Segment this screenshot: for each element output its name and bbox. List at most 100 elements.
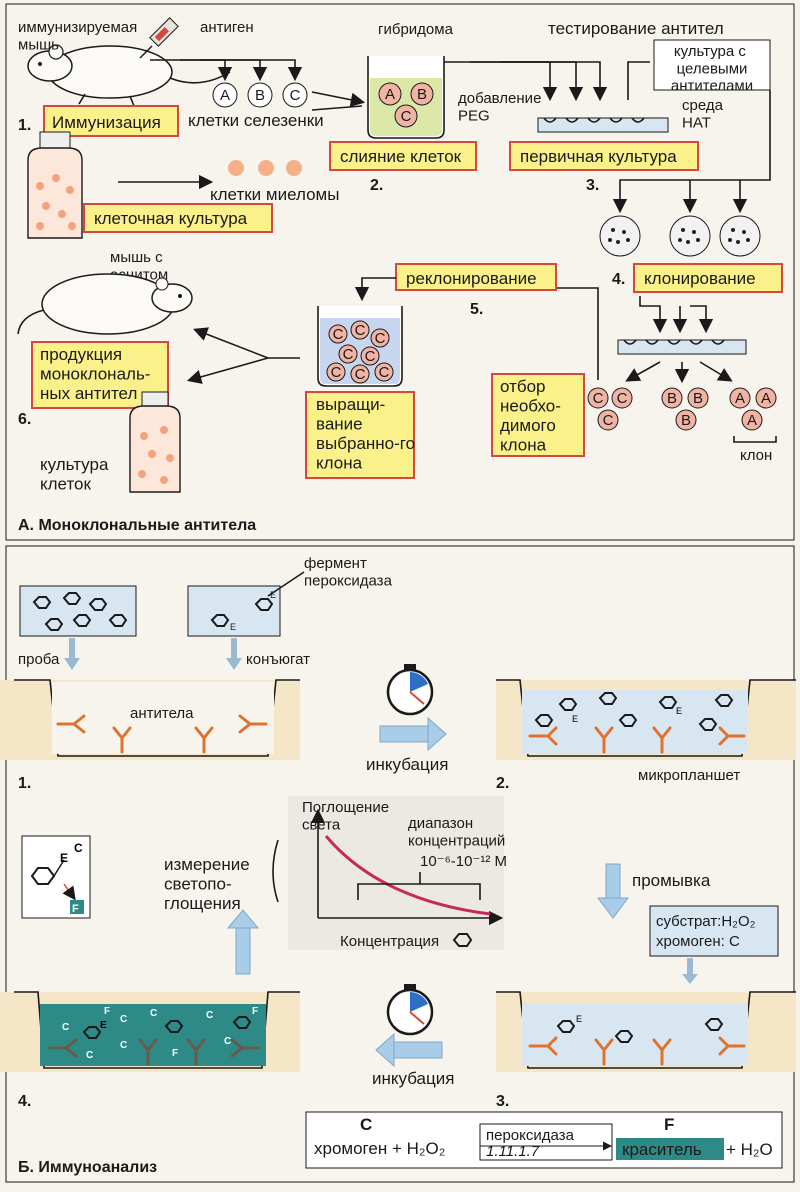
well-4: [0, 991, 300, 1072]
range-value: 10⁻⁶-10⁻¹² М: [420, 853, 507, 870]
growing-beaker-icon: C C C C C C C C: [317, 306, 403, 387]
svg-text:C: C: [74, 841, 83, 855]
mouse-label: иммунизируемая мышь: [18, 19, 141, 53]
svg-text:F: F: [252, 1006, 258, 1017]
cell-culture-box: [83, 203, 273, 233]
eq-enzyme: пероксидаза: [486, 1127, 575, 1144]
b-step4-number: 4.: [18, 1093, 31, 1110]
b-step3-number: 3.: [496, 1093, 509, 1110]
svg-text:B: B: [255, 87, 265, 104]
b-step2-number: 2.: [496, 775, 509, 792]
svg-text:E: E: [572, 714, 578, 724]
hybridoma-beaker-icon: A B C: [367, 56, 445, 139]
culture-bottle-icon: [27, 131, 83, 239]
measure-up-arrow: [226, 909, 260, 975]
timer-icon-2: [386, 984, 434, 1036]
svg-text:F: F: [104, 1006, 110, 1017]
svg-text:C: C: [355, 322, 366, 339]
spleen-cell-c: C: [282, 82, 308, 108]
sample-label: проба: [18, 651, 60, 668]
step3-box: [509, 141, 699, 171]
reclone-label: реклонирование: [406, 269, 537, 288]
wash-down-arrow: [597, 863, 629, 919]
production-label: продукция моноклональ-ных антител: [40, 345, 150, 403]
eq-dye: краситель: [622, 1140, 702, 1159]
incubation-label-1: инкубация: [366, 755, 448, 774]
svg-text:A: A: [220, 87, 230, 104]
spleen-cells-label: клетки селезенки: [188, 111, 324, 130]
enzyme-box: [479, 1123, 613, 1161]
wash-label: промывка: [632, 871, 711, 890]
svg-text:C: C: [603, 412, 614, 429]
substrate-label: субстрат:H₂O₂: [656, 913, 756, 930]
culture-label: культура клеток: [40, 455, 113, 494]
svg-text:C: C: [401, 108, 412, 125]
svg-text:E: E: [576, 1014, 582, 1024]
growing-box: [305, 391, 415, 479]
b-step1-number: 1.: [18, 775, 31, 792]
well-2: [496, 679, 796, 760]
svg-text:C: C: [290, 87, 301, 104]
eq-f-label: F: [664, 1115, 674, 1134]
clone-label: клон: [740, 447, 772, 464]
microplate-label: микропланшет: [638, 767, 740, 784]
section-b-title: Б. Иммуноанализ: [18, 1159, 157, 1176]
cloning-plate-icon: [617, 339, 747, 355]
myeloma-cells-icon: [228, 160, 302, 176]
spleen-cell-a: A: [212, 82, 238, 108]
svg-text:E: E: [230, 622, 236, 632]
measure-label: измерение светопо-глощения: [164, 855, 254, 913]
svg-text:C: C: [333, 326, 344, 343]
svg-text:E: E: [676, 706, 682, 716]
cell-culture-label: клеточная культура: [94, 209, 248, 228]
step1-box: [43, 105, 179, 137]
dye-box: [616, 1138, 724, 1160]
antibodies-well-1: [56, 714, 268, 754]
step2-box: [329, 141, 477, 171]
clone-dish-2-icon: [669, 215, 711, 257]
section-a-title: А. Моноклональные антитела: [18, 517, 256, 534]
svg-text:B: B: [681, 412, 691, 429]
substrate-box: [649, 905, 779, 957]
step4-number: 4.: [612, 271, 625, 288]
svg-text:A: A: [761, 390, 771, 407]
eq-left: хромоген + H₂O₂: [314, 1139, 445, 1158]
svg-text:B: B: [667, 390, 677, 407]
sample-molecules: [32, 592, 128, 631]
myeloma-label: клетки миеломы: [210, 185, 339, 204]
hat-label: среда HAT: [682, 97, 727, 131]
primary-culture-plate-icon: [537, 117, 669, 133]
svg-text:C: C: [120, 1014, 127, 1025]
incubation-label-2: инкубация: [372, 1069, 454, 1088]
range-label: диапазон концентраций: [408, 815, 505, 849]
syringe-icon: [139, 17, 179, 59]
svg-text:C: C: [379, 364, 390, 381]
clone-cells-a: A A A: [729, 387, 777, 431]
step1-number: 1.: [18, 117, 31, 134]
graph-ylabel: Поглощение света: [302, 799, 393, 833]
clone-dish-3-icon: [719, 215, 761, 257]
timer-icon-1: [386, 664, 434, 716]
step3-number: 3.: [586, 177, 599, 194]
svg-text:C: C: [365, 348, 376, 365]
step6-number: 6.: [18, 411, 31, 428]
concentration-hex-icon: [452, 933, 473, 947]
svg-text:C: C: [62, 1022, 69, 1033]
svg-text:A: A: [747, 412, 757, 429]
antibodies-well-2: E E: [528, 692, 746, 754]
peg-label: добавление PEG: [458, 90, 546, 124]
clone-bracket: [733, 436, 777, 443]
hybridoma-label: гибридома: [378, 21, 454, 38]
sample-box: [19, 585, 137, 637]
reclone-box: [395, 263, 557, 291]
svg-text:C: C: [224, 1036, 231, 1047]
reaction-detail-molecule: E C F: [30, 841, 84, 915]
spleen-cell-b: B: [247, 82, 273, 108]
svg-text:C: C: [617, 390, 628, 407]
svg-text:A: A: [735, 390, 745, 407]
step5-number: 5.: [470, 301, 483, 318]
svg-text:E: E: [100, 1020, 107, 1031]
